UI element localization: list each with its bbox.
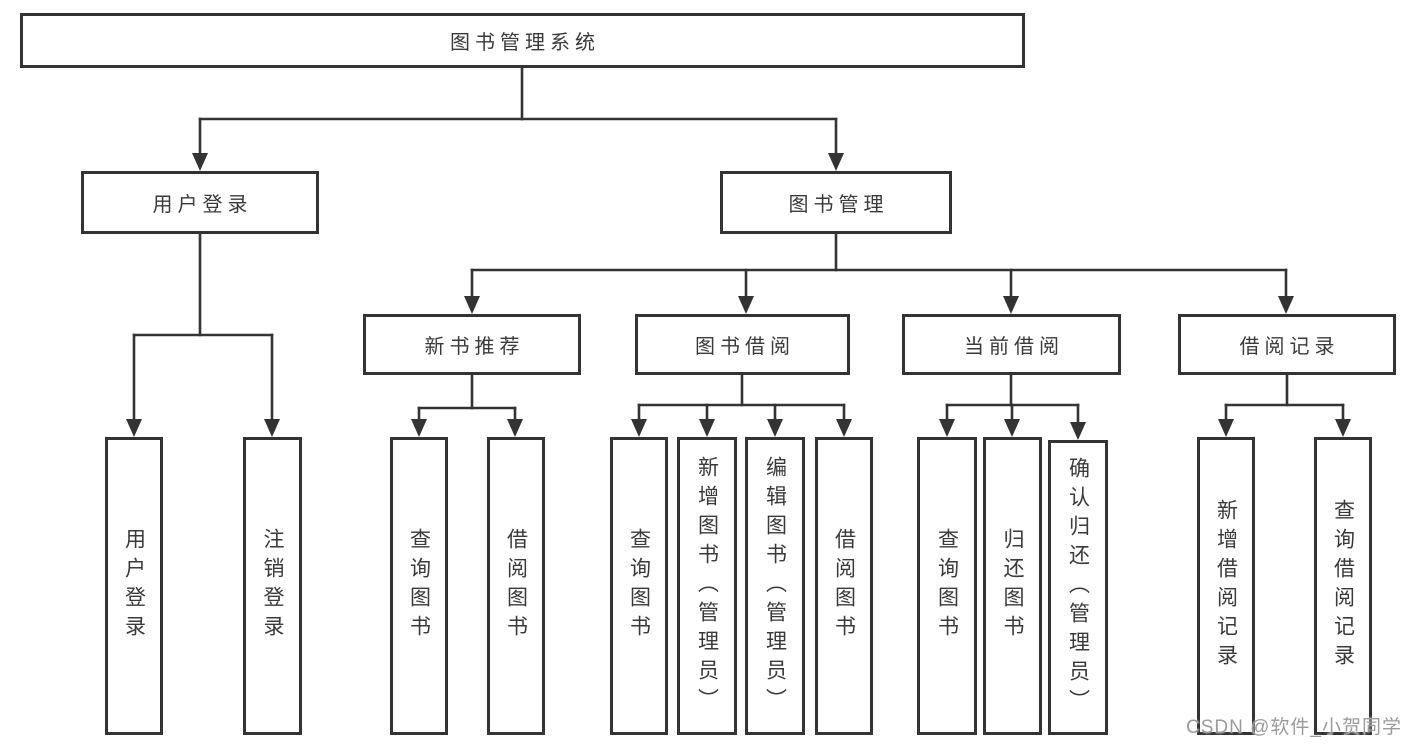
node-label: 用户登录 (122, 528, 146, 644)
node-book-management: 图书管理 (720, 171, 952, 234)
node-label: 新增图书（管理员） (695, 455, 719, 717)
node-label: 借阅图书 (504, 528, 528, 644)
node-leaf-query-books-2: 查询图书 (610, 437, 668, 735)
node-label: 图书借阅 (695, 336, 795, 358)
node-label: 新增借阅记录 (1214, 499, 1238, 673)
connector-user-login (126, 232, 280, 437)
node-leaf-confirm-return-admin: 确认归还（管理员） (1048, 440, 1108, 735)
node-label: 查询图书 (407, 528, 431, 644)
watermark: CSDN @软件_小贺同学 (1186, 717, 1402, 738)
node-leaf-borrow-books-2: 借阅图书 (815, 437, 873, 735)
node-leaf-borrow-books-1: 借阅图书 (487, 437, 545, 735)
node-user-login: 用户登录 (81, 171, 319, 234)
connector-current-borrow (939, 373, 1086, 440)
node-leaf-return-book: 归还图书 (983, 437, 1042, 735)
node-label: 借阅图书 (832, 528, 856, 644)
node-label: 借阅记录 (1239, 336, 1340, 358)
node-label: 确认归还（管理员） (1066, 457, 1090, 718)
node-label: 查询图书 (935, 528, 959, 644)
node-label: 用户登录 (152, 194, 253, 216)
node-leaf-edit-book-admin: 编辑图书（管理员） (745, 437, 805, 735)
connector-new-book-recommend (411, 373, 523, 437)
node-leaf-add-borrow-record: 新增借阅记录 (1197, 437, 1255, 735)
connector-root (192, 66, 844, 171)
node-leaf-user-login: 用户登录 (105, 437, 163, 735)
node-label: 图书管理 (788, 194, 889, 216)
node-leaf-logout: 注销登录 (243, 437, 302, 735)
node-borrow-records: 借阅记录 (1178, 314, 1396, 375)
node-label: 查询借阅记录 (1331, 499, 1355, 673)
node-label: 归还图书 (1001, 528, 1024, 644)
connector-book-borrow (631, 373, 852, 437)
node-current-borrow: 当前借阅 (902, 314, 1121, 375)
node-leaf-query-borrow-record: 查询借阅记录 (1314, 437, 1372, 735)
node-new-book-recommend: 新书推荐 (363, 314, 581, 375)
connector-borrow-records (1218, 373, 1351, 437)
node-label: 图书管理系统 (450, 32, 600, 54)
node-label: 当前借阅 (964, 336, 1064, 358)
node-book-borrow: 图书借阅 (635, 314, 850, 375)
node-label: 查询图书 (627, 528, 651, 644)
node-label: 编辑图书（管理员） (763, 455, 787, 717)
node-label: 注销登录 (261, 528, 284, 644)
node-leaf-query-books-1: 查询图书 (390, 437, 448, 735)
node-library-system: 图书管理系统 (20, 13, 1025, 68)
connector-book-management (464, 232, 1294, 314)
node-label: 新书推荐 (424, 336, 525, 358)
node-leaf-query-books-3: 查询图书 (917, 437, 977, 735)
node-leaf-add-book-admin: 新增图书（管理员） (677, 437, 737, 735)
